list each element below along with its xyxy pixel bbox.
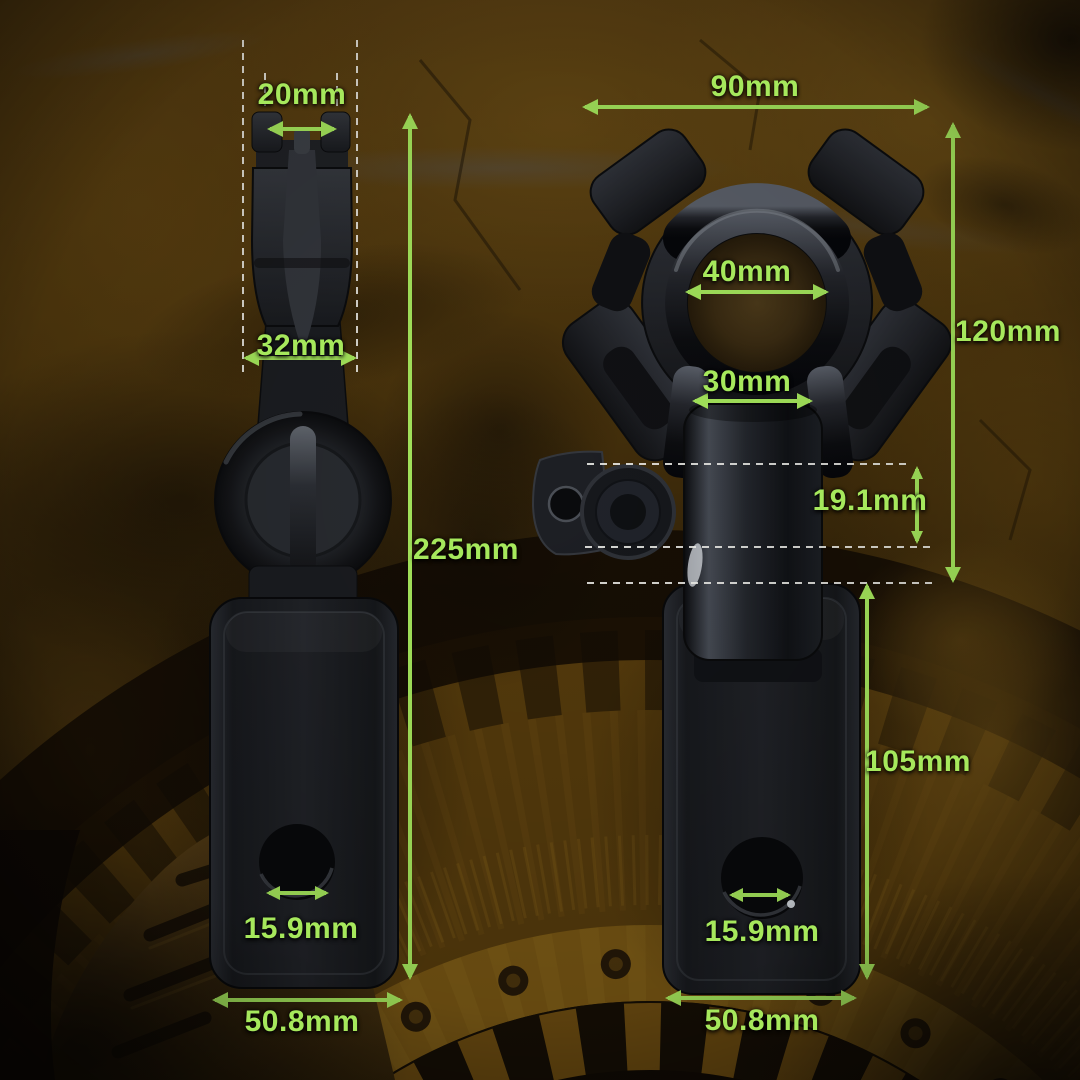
- dim-label-front-base-width: 50.8mm: [704, 1004, 820, 1037]
- dim-label-front-shackle-width: 30mm: [702, 365, 792, 398]
- dim-label-front-mount-height: 120mm: [955, 315, 1061, 348]
- dim-label-side-overall-length: 225mm: [413, 533, 519, 566]
- dim-label-side-hole-diameter: 15.9mm: [243, 912, 359, 945]
- dim-label-side-base-width: 50.8mm: [244, 1005, 360, 1038]
- dim-label-front-pin-drop: 19.1mm: [812, 484, 928, 517]
- dim-label-side-jaw-width: 32mm: [256, 329, 346, 362]
- dim-label-front-hole-diameter: 15.9mm: [704, 915, 820, 948]
- dim-label-front-shank-length: 105mm: [865, 745, 971, 778]
- dim-label-front-ring-opening: 40mm: [702, 255, 792, 288]
- dim-label-side-top-width: 20mm: [257, 78, 347, 111]
- dim-label-front-overall-width: 90mm: [710, 70, 800, 103]
